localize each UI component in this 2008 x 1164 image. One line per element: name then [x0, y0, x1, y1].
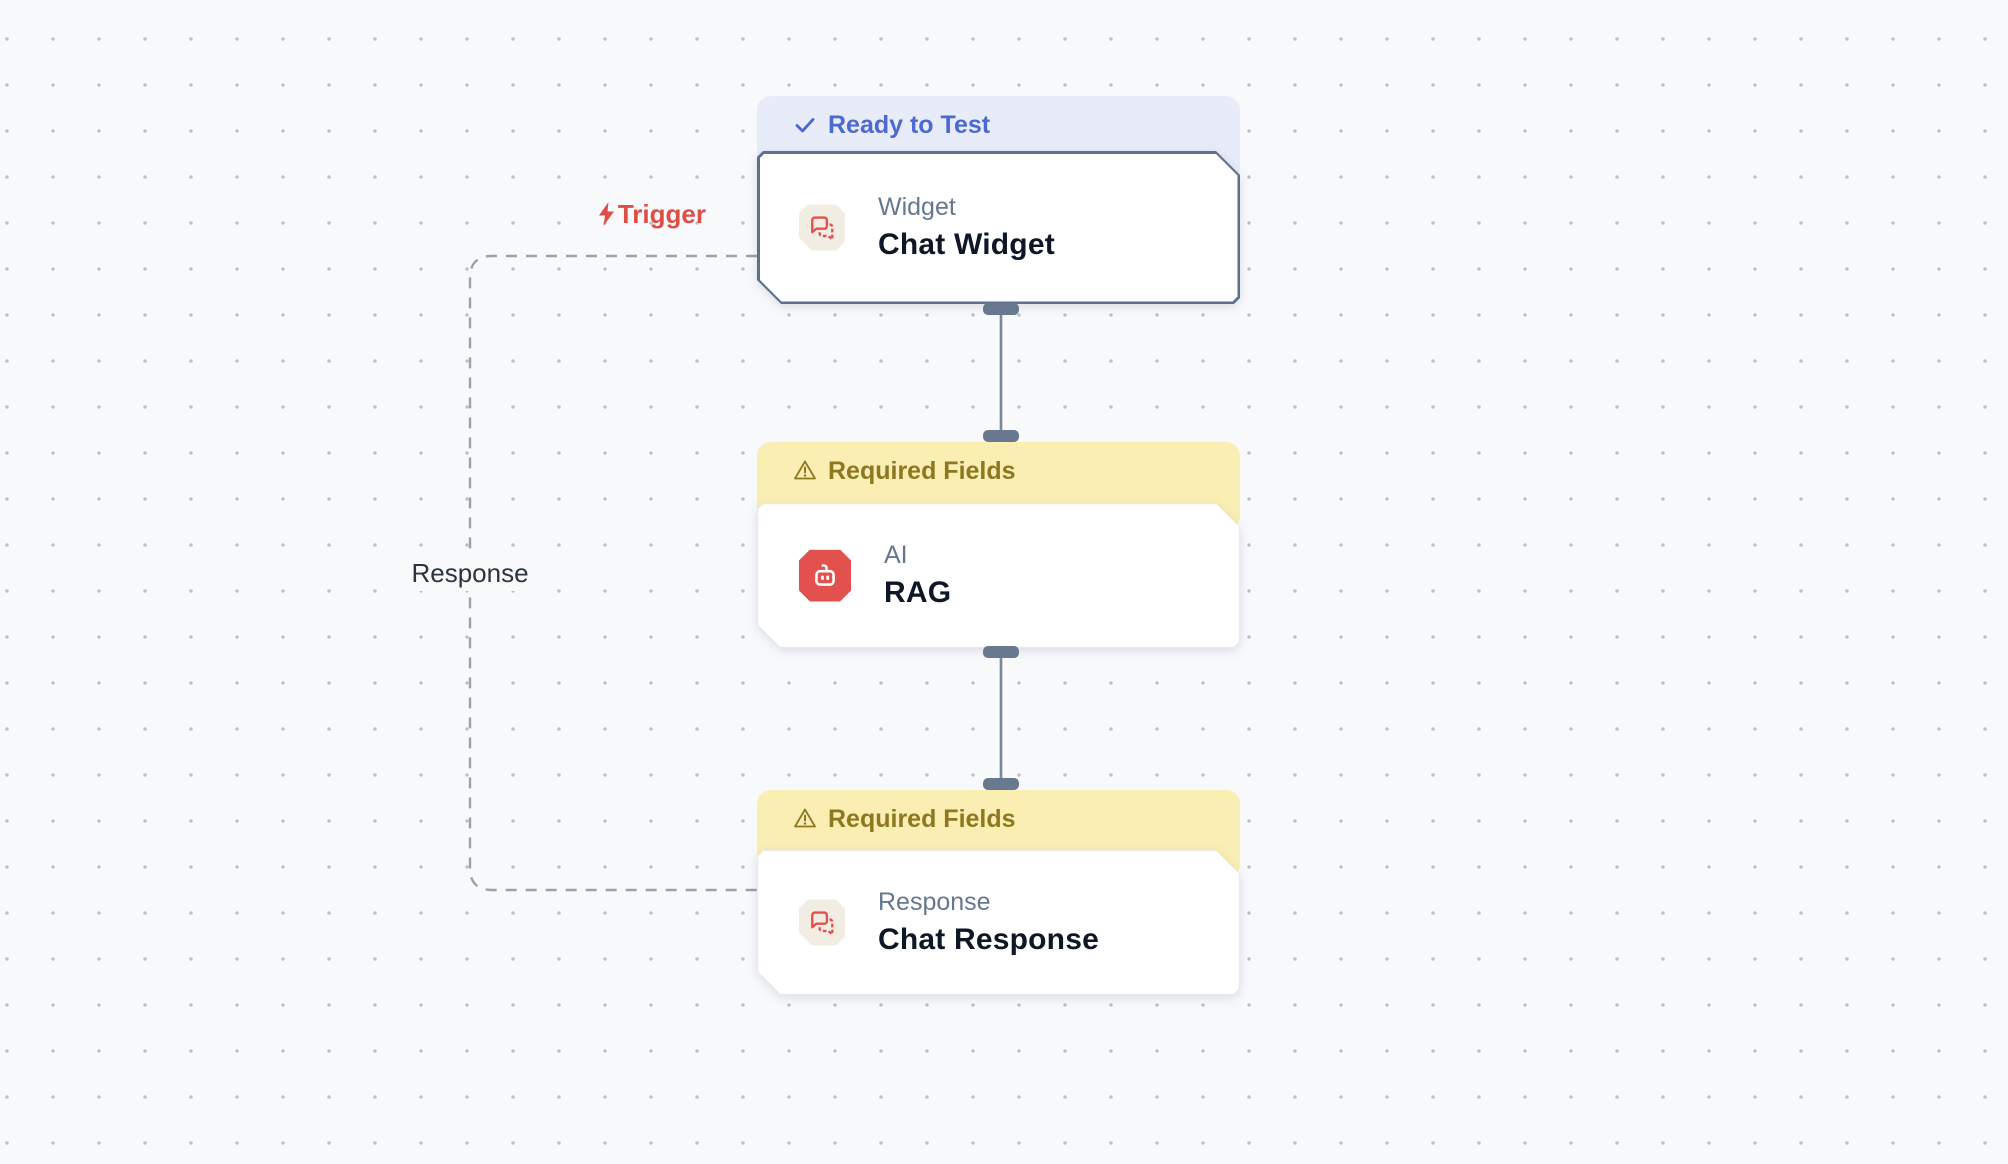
status-label: Ready to Test	[828, 111, 991, 139]
node-card[interactable]: AI RAG	[757, 503, 1240, 648]
source-handle-rag[interactable]	[983, 646, 1019, 658]
source-handle-chat-widget[interactable]	[983, 303, 1019, 315]
node-category: AI	[884, 541, 908, 569]
warning-icon	[794, 808, 816, 828]
trigger-annotation-label: Trigger	[617, 198, 706, 229]
warning-icon	[794, 460, 816, 480]
target-handle-chat-response[interactable]	[983, 778, 1019, 790]
trigger-annotation: Trigger	[588, 198, 706, 230]
node-category: Response	[878, 888, 991, 916]
chat-bubbles-icon	[799, 900, 845, 946]
status-label: Required Fields	[828, 805, 1016, 833]
target-handle-rag[interactable]	[983, 430, 1019, 442]
node-card[interactable]: Widget Chat Widget	[757, 151, 1240, 304]
chat-bubbles-icon	[799, 205, 845, 251]
robot-icon	[799, 550, 851, 602]
node-chat-widget[interactable]: Ready to Test Widget Chat Widget	[757, 96, 1240, 306]
lightning-bolt-icon	[598, 202, 614, 226]
edge-label-response: Response	[401, 556, 539, 591]
node-title: Chat Widget	[878, 228, 1055, 261]
node-card[interactable]: Response Chat Response	[757, 850, 1240, 995]
check-icon	[795, 118, 815, 133]
node-rag[interactable]: Required Fields AI RAG	[757, 442, 1240, 652]
node-title: RAG	[884, 576, 952, 609]
status-label: Required Fields	[828, 457, 1016, 485]
node-chat-response[interactable]: Required Fields Response Chat Response	[757, 790, 1240, 1000]
node-title: Chat Response	[878, 923, 1099, 956]
node-category: Widget	[878, 193, 956, 221]
